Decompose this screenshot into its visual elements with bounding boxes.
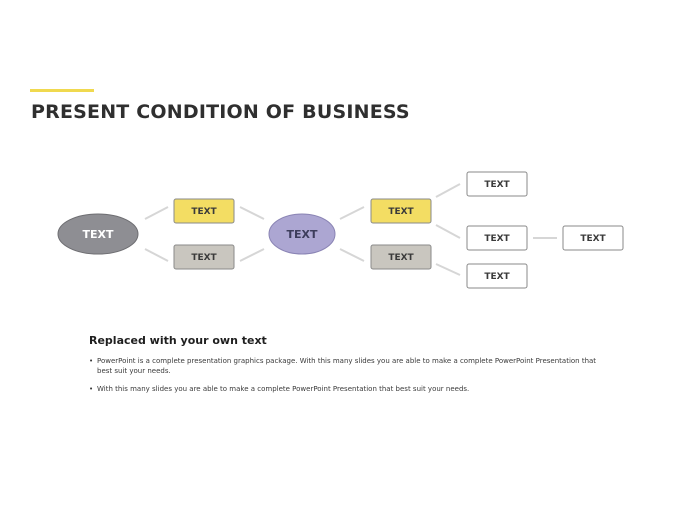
output-top-label: TEXT [484, 180, 510, 190]
body-heading: Replaced with your own text [89, 334, 267, 347]
branch-b-top-label: TEXT [388, 207, 414, 217]
connector-top-to-hub [239, 206, 265, 220]
root-ellipse [57, 213, 139, 255]
bullet-item: PowerPoint is a complete presentation gr… [89, 357, 609, 376]
branch-b-bottom-node: TEXT [370, 244, 432, 270]
branch-b-top-node: TEXT [370, 198, 432, 224]
connector-lines [144, 183, 557, 276]
final-label: TEXT [580, 234, 606, 244]
output-bottom-label: TEXT [484, 272, 510, 282]
bullet-list: PowerPoint is a complete presentation gr… [89, 357, 609, 404]
page-title: PRESENT CONDITION OF BUSINESS [31, 101, 410, 123]
output-middle-node: TEXT [466, 225, 528, 251]
branch-a-top-node: TEXT [173, 198, 235, 224]
hub-label: TEXT [286, 228, 317, 241]
connector-to-output-bottom [435, 263, 461, 276]
hub-ellipse [268, 213, 336, 255]
title-accent-bar [30, 89, 94, 92]
connector-bottom-to-hub [239, 248, 265, 262]
bullet-item: With this many slides you are able to ma… [89, 385, 609, 395]
branch-a-bottom-node: TEXT [173, 244, 235, 270]
output-top-node: TEXT [466, 171, 528, 197]
connector-root-to-top [144, 206, 169, 220]
connector-hub-to-bottom [339, 248, 365, 262]
final-node: TEXT [562, 225, 624, 251]
connector-root-to-bottom [144, 248, 169, 262]
branch-b-bottom-label: TEXT [388, 253, 414, 263]
connector-to-output-middle [435, 224, 461, 239]
output-middle-label: TEXT [484, 234, 510, 244]
hub-node: TEXT [268, 213, 336, 255]
connector-to-output-top [435, 183, 461, 198]
branch-a-top-label: TEXT [191, 207, 217, 217]
root-label: TEXT [82, 228, 113, 241]
branch-a-bottom-label: TEXT [191, 253, 217, 263]
output-bottom-node: TEXT [466, 263, 528, 289]
root-node: TEXT [57, 213, 139, 255]
connector-hub-to-top [339, 206, 365, 220]
